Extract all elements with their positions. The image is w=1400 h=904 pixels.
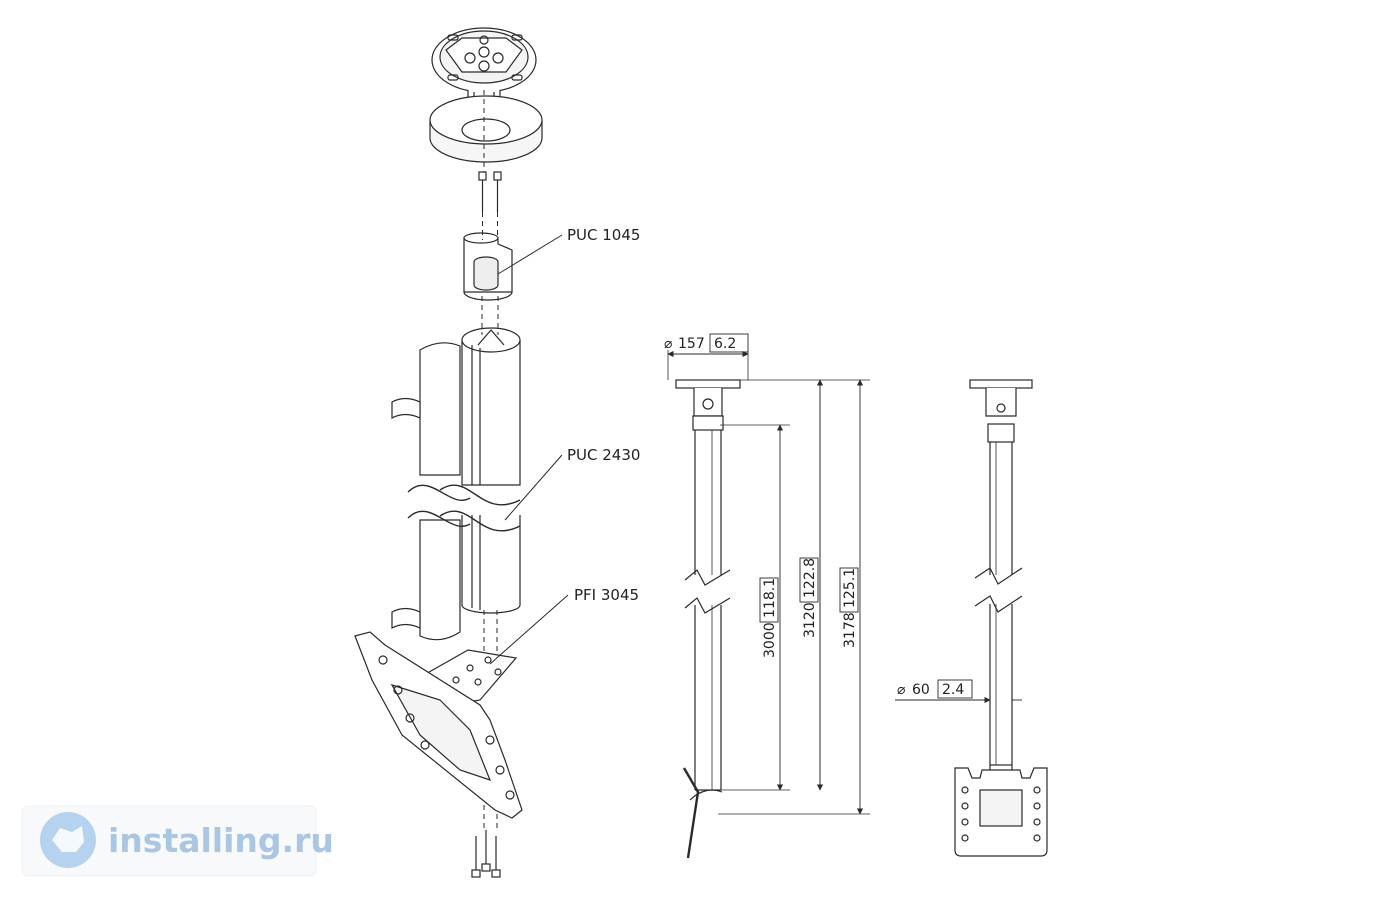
front-view — [895, 379, 1048, 857]
side-dimension-lines — [667, 350, 864, 815]
ceiling-cover — [429, 95, 543, 163]
length-middle-mm: 3120 — [802, 602, 818, 638]
pfi-3045-interface — [354, 631, 523, 819]
length-tube-bracket — [759, 577, 779, 623]
cover-shell — [407, 342, 471, 641]
label-puc-2430: PUC 2430 — [567, 446, 640, 464]
pole-diameter-mm: 60 — [912, 682, 930, 698]
length-total-bracket — [839, 567, 859, 613]
length-tube-mm: 3000 — [762, 622, 778, 658]
bottom-bolts — [471, 830, 501, 878]
top-diameter-mm: 157 — [678, 336, 705, 352]
top-diameter-inch: 6.2 — [714, 336, 736, 352]
dim-pole-diameter: ⌀ 60 2.4 — [897, 682, 964, 698]
exploded-view — [354, 27, 569, 878]
dim-length-total: 3178 125.1 — [839, 567, 859, 648]
length-total-mm: 3178 — [842, 612, 858, 648]
length-middle-bracket — [799, 557, 819, 603]
dim-length-middle: 3120 122.8 — [799, 557, 819, 638]
watermark: installing.ru — [21, 805, 334, 877]
dim-top-diameter: ⌀ 157 6.2 — [664, 336, 736, 352]
pole-diameter-symbol: ⌀ — [897, 682, 906, 698]
length-middle-inch: 122.8 — [802, 558, 818, 598]
dim-length-tube: 3000 118.1 — [759, 577, 779, 658]
top-bolts — [478, 171, 502, 212]
length-tube-inch: 118.1 — [762, 578, 778, 618]
label-pfi-3045: PFI 3045 — [574, 586, 639, 604]
label-puc-1045: PUC 1045 — [567, 226, 640, 244]
watermark-text: installing.ru — [108, 821, 334, 860]
top-diameter-symbol: ⌀ — [664, 336, 673, 352]
pole-diameter-inch: 2.4 — [942, 682, 964, 698]
side-view — [667, 333, 870, 859]
puc-1045-connector — [463, 232, 513, 301]
watermark-logo-mark-icon — [52, 826, 84, 852]
center-pole — [439, 327, 521, 614]
length-total-inch: 125.1 — [842, 568, 858, 608]
watermark-background — [21, 805, 317, 877]
leader-lines — [489, 234, 569, 665]
cable-clips — [391, 397, 421, 630]
